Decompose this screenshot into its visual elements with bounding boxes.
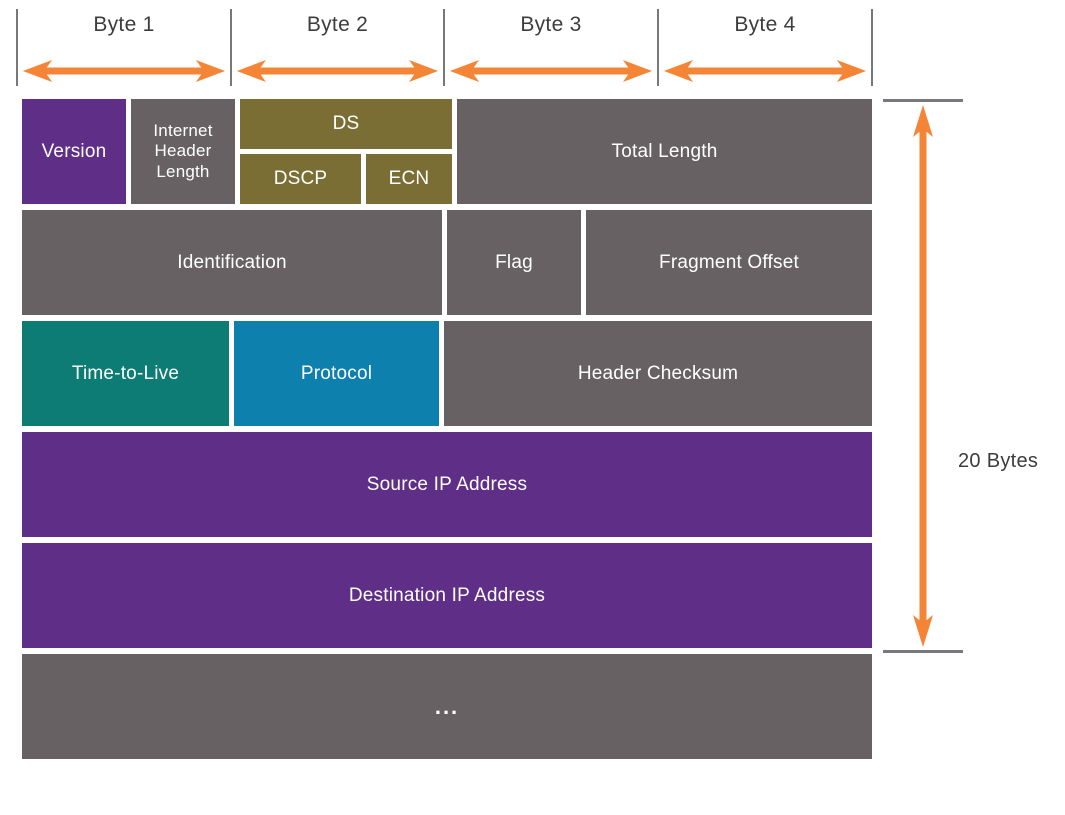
field-protocol: Protocol xyxy=(234,321,439,426)
byte-4-label: Byte 4 xyxy=(734,13,796,36)
header-row-2: Identification Flag Fragment Offset xyxy=(22,210,872,315)
field-fragment-offset: Fragment Offset xyxy=(586,210,872,315)
field-flag-label: Flag xyxy=(495,251,533,273)
size-indicator-arrow-icon xyxy=(913,105,933,647)
field-fragment-offset-label: Fragment Offset xyxy=(659,251,799,273)
size-indicator-top-cap xyxy=(883,99,963,102)
byte-2-scale: Byte 2 xyxy=(232,10,443,88)
byte-2-width-arrow-icon xyxy=(236,60,439,82)
field-ds: DS xyxy=(240,99,452,149)
field-source-ip-address-label: Source IP Address xyxy=(366,473,528,495)
size-indicator-label: 20 Bytes xyxy=(958,450,1039,472)
size-indicator-bottom-cap xyxy=(883,650,963,653)
field-destination-ip-address-label: Destination IP Address xyxy=(348,584,546,606)
field-identification-label: Identification xyxy=(177,251,287,273)
field-flag: Flag xyxy=(447,210,581,315)
field-ds-subfields: DSCP ECN xyxy=(240,154,452,204)
field-version-label: Version xyxy=(41,140,107,162)
field-ecn: ECN xyxy=(366,154,452,204)
byte-3-width-arrow-icon xyxy=(449,60,653,82)
byte-3-scale: Byte 3 xyxy=(445,10,657,88)
byte-boundary-tick xyxy=(16,9,18,86)
field-ds-label: DS xyxy=(332,113,360,134)
field-total-length-label: Total Length xyxy=(611,140,718,162)
field-total-length: Total Length xyxy=(457,99,872,204)
byte-boundary-tick xyxy=(443,9,445,86)
field-version: Version xyxy=(22,99,126,204)
header-row-3: Time-to-Live Protocol Header Checksum xyxy=(22,321,872,426)
field-source-ip-address: Source IP Address xyxy=(22,432,872,537)
field-header-checksum: Header Checksum xyxy=(444,321,872,426)
byte-1-scale: Byte 1 xyxy=(18,10,230,88)
field-internet-header-length-label: Internet Header Length xyxy=(153,120,213,181)
field-options-ellipsis: ... xyxy=(22,654,872,759)
byte-boundary-tick xyxy=(657,9,659,86)
header-row-6: ... xyxy=(22,654,872,759)
byte-1-label: Byte 1 xyxy=(93,13,155,36)
field-time-to-live-label: Time-to-Live xyxy=(71,362,180,384)
field-ds-group: DS DSCP ECN xyxy=(240,99,452,204)
byte-1-width-arrow-icon xyxy=(22,60,226,82)
byte-3-label: Byte 3 xyxy=(520,13,582,36)
byte-2-label: Byte 2 xyxy=(306,13,369,36)
field-options-ellipsis-label: ... xyxy=(434,693,460,719)
header-field-grid: Version Internet Header Length DS DSCP E… xyxy=(22,99,872,759)
field-dscp: DSCP xyxy=(240,154,361,204)
field-protocol-label: Protocol xyxy=(300,362,373,384)
field-ecn-label: ECN xyxy=(388,168,430,189)
header-row-1: Version Internet Header Length DS DSCP E… xyxy=(22,99,872,204)
header-row-4: Source IP Address xyxy=(22,432,872,537)
byte-boundary-tick xyxy=(871,9,873,86)
field-header-checksum-label: Header Checksum xyxy=(577,362,739,384)
byte-boundary-tick xyxy=(230,9,232,86)
field-internet-header-length: Internet Header Length xyxy=(131,99,235,204)
field-time-to-live: Time-to-Live xyxy=(22,321,229,426)
header-row-5: Destination IP Address xyxy=(22,543,872,648)
field-destination-ip-address: Destination IP Address xyxy=(22,543,872,648)
byte-4-width-arrow-icon xyxy=(663,60,867,82)
byte-4-scale: Byte 4 xyxy=(659,10,871,88)
field-identification: Identification xyxy=(22,210,442,315)
field-dscp-label: DSCP xyxy=(273,168,328,189)
